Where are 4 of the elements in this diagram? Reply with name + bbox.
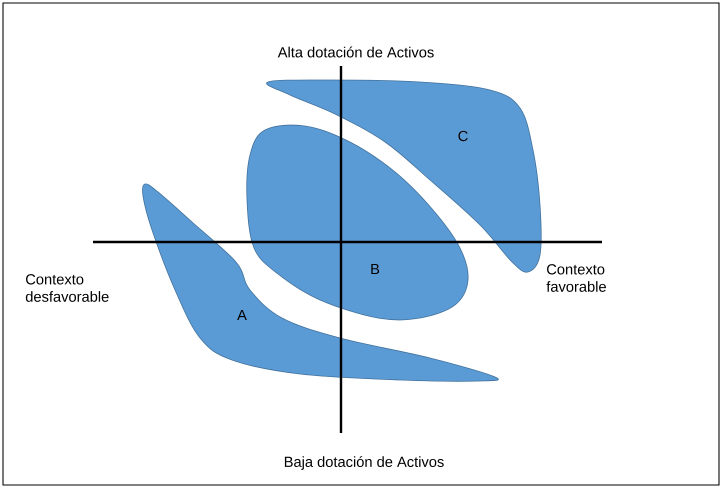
axis-label: Baja dotación de Activos	[284, 456, 444, 470]
axis-label: Alta dotación de Activos	[278, 46, 434, 58]
axis-label: Contexto desfavorable	[26, 274, 109, 302]
axis-label: Contexto favorable	[546, 264, 606, 292]
